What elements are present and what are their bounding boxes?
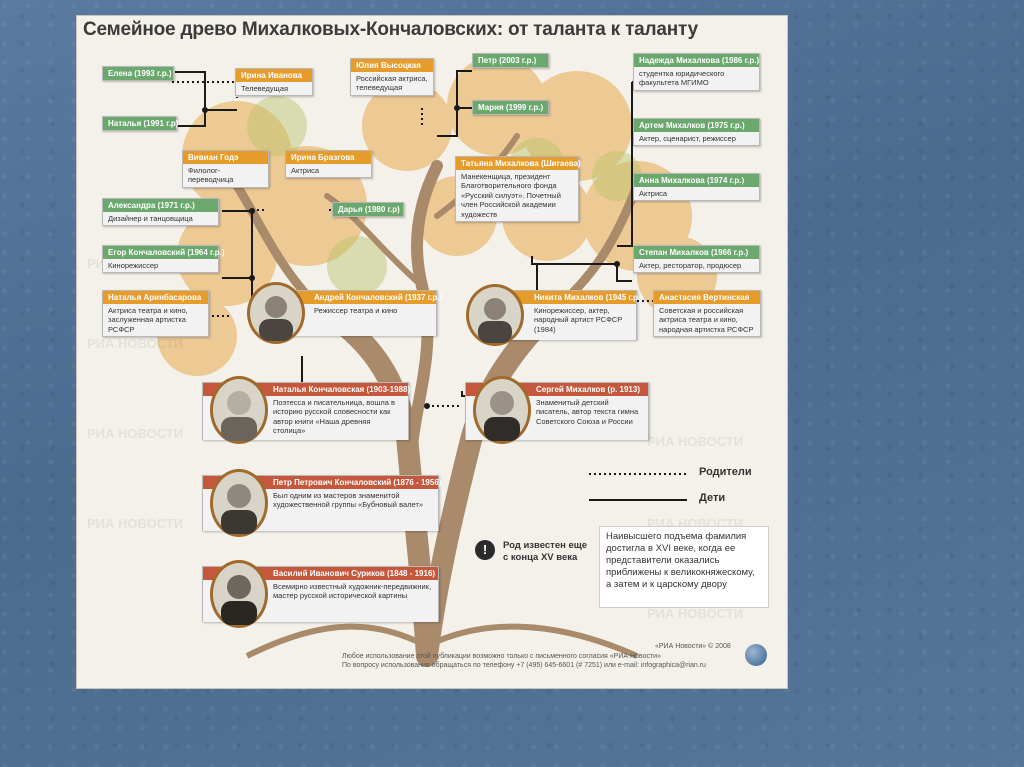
card-natalia-arinbasarova: Наталья Аринбасарова Актриса театра и ки… <box>102 290 209 338</box>
card-daria: Дарья (1980 г.р) <box>332 202 404 217</box>
card-natalia-1991: Наталья (1991 г.р) <box>102 116 178 131</box>
card-petr-2003: Петр (2003 г.р.) <box>472 53 549 68</box>
card-name: Ирина Иванова <box>236 69 312 82</box>
card-vivian-gode: Вивиан Годэ Филолог-переводчица <box>182 150 269 188</box>
card-name: Ирина Бразгова <box>286 151 371 164</box>
card-anastasia-vertinskaya: Анастасия Вертинская Советская и российс… <box>653 290 761 338</box>
card-name: Степан Михалков (1966 г.р.) <box>634 246 759 259</box>
card-name: Татьяна Михалкова (Шигаева) <box>456 157 581 170</box>
card-desc: Российская актриса, телеведущая <box>351 72 433 95</box>
card-desc: Актриса <box>634 187 759 201</box>
card-desc: студентка юридического факультета МГИМО <box>634 67 759 90</box>
card-name: Анна Михалкова (1974 г.р.) <box>634 174 759 187</box>
card-desc: Манекенщица, президент Благотворительног… <box>456 170 578 221</box>
card-egor: Егор Кончаловский (1964 г.р.) Кинорежисс… <box>102 245 225 274</box>
card-desc: Телеведущая <box>236 82 312 96</box>
family-tree-poster: Семейное древо Михалковых-Кончаловских: … <box>77 16 787 688</box>
legend-children: Дети <box>699 492 726 504</box>
portrait-vasily-surikov <box>210 560 268 628</box>
card-name: Артем Михалков (1975 г.р.) <box>634 119 759 132</box>
footer-line2: По вопросу использования обращаться по т… <box>342 662 706 669</box>
card-name: Никита Михалков (1945 г.р.) <box>508 291 643 304</box>
card-name: Надежда Михалкова (1986 г.р.) <box>634 54 759 67</box>
card-name: Мария (1999 г.р.) <box>473 101 548 114</box>
card-artem: Артем Михалков (1975 г.р.) Актер, сценар… <box>633 118 760 147</box>
card-desc: Актер, сценарист, режиссер <box>634 132 759 146</box>
card-desc: Актер, ресторатор, продюсер <box>634 259 759 273</box>
card-desc: Режиссер театра и кино <box>288 304 436 336</box>
card-name: Андрей Кончаловский (1937 г.р.) <box>288 291 442 304</box>
card-name: Анастасия Вертинская <box>654 291 760 304</box>
card-desc: Актриса театра и кино, заслуженная артис… <box>103 304 208 337</box>
card-irina-brazgova: Ирина Бразгова Актриса <box>285 150 372 179</box>
exclamation-icon: ! <box>475 540 495 560</box>
card-desc: Советская и российская актриса театра и … <box>654 304 760 337</box>
footer-line1: Любое использование этой публикации возм… <box>342 653 661 660</box>
portrait-natalia-konchalovskaya <box>210 376 268 444</box>
card-name: Наталья Аринбасарова <box>103 291 208 304</box>
card-desc: Актриса <box>286 164 371 178</box>
portrait-petr-petrovich <box>210 469 268 537</box>
card-maria: Мария (1999 г.р.) <box>472 100 549 115</box>
card-desc: Кинорежиссер <box>103 259 218 273</box>
card-alexandra: Александра (1971 г.р.) Дизайнер и танцов… <box>102 198 219 227</box>
card-anna: Анна Михалкова (1974 г.р.) Актриса <box>633 173 760 202</box>
card-irina-ivanova: Ирина Иванова Телеведущая <box>235 68 313 97</box>
card-stepan: Степан Михалков (1966 г.р.) Актер, ресто… <box>633 245 760 274</box>
legend-parents: Родители <box>699 466 752 478</box>
card-nadezhda: Надежда Михалкова (1986 г.р.) студентка … <box>633 53 760 91</box>
card-name: Елена (1993 г.р.) <box>103 67 173 80</box>
card-name: Наталья (1991 г.р) <box>103 117 178 130</box>
card-desc: Кинорежиссер, актер, народный артист РСФ… <box>508 304 636 340</box>
note-roots: Род известен еще с конца XV века <box>503 540 588 563</box>
poster-title: Семейное древо Михалковых-Кончаловских: … <box>83 19 699 40</box>
card-name: Александра (1971 г.р.) <box>103 199 218 212</box>
card-name: Вивиан Годэ <box>183 151 268 164</box>
card-name: Петр (2003 г.р.) <box>473 54 548 67</box>
card-yulia-vysotskaya: Юлия Высоцкая Российская актриса, телеве… <box>350 58 434 96</box>
card-andrei-konchalovsky: Андрей Кончаловский (1937 г.р.) Режиссер… <box>287 290 442 336</box>
card-desc: Дизайнер и танцовщица <box>103 212 218 226</box>
portrait-andrei <box>247 282 305 344</box>
card-name: Юлия Высоцкая <box>351 59 433 72</box>
card-desc: Филолог-переводчица <box>183 164 268 187</box>
portrait-nikita <box>466 284 524 346</box>
card-name: Дарья (1980 г.р) <box>333 203 403 216</box>
card-tatiana: Татьяна Михалкова (Шигаева) Манекенщица,… <box>455 156 581 222</box>
portrait-sergei-mikhalkov <box>473 376 531 444</box>
card-name: Егор Кончаловский (1964 г.р.) <box>103 246 225 259</box>
note-peak: Наивысшего подъема фамилия достигла в XV… <box>599 526 769 608</box>
card-nikita-mikhalkov: Никита Михалков (1945 г.р.) Кинорежиссер… <box>507 290 643 340</box>
footer-copyright: «РИА Новости» © 2008 <box>655 643 731 650</box>
globe-logo-icon <box>745 644 767 666</box>
card-elena: Елена (1993 г.р.) <box>102 66 174 81</box>
